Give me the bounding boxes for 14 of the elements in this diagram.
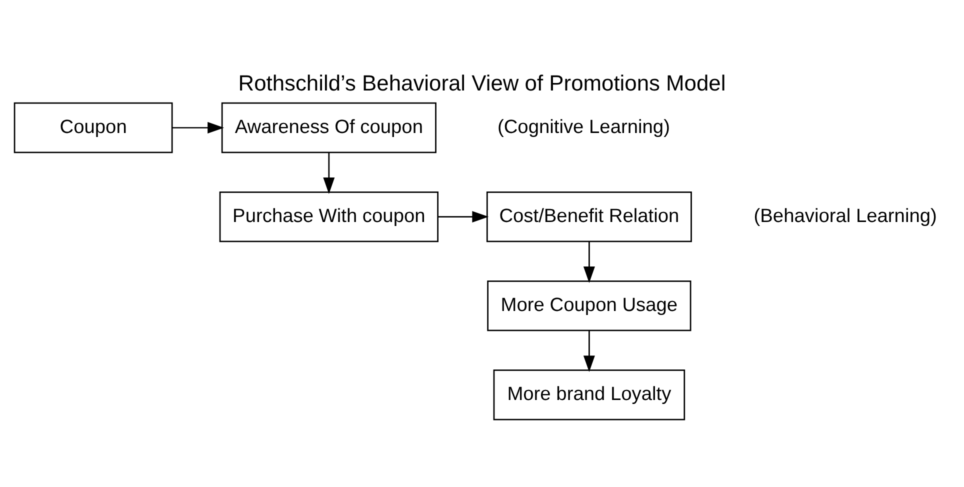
- arrow: [583, 330, 595, 372]
- arrow: [323, 152, 335, 194]
- node-box: Purchase With coupon: [219, 191, 438, 242]
- arrow: [438, 211, 489, 223]
- node-box: More Coupon Usage: [487, 280, 692, 332]
- arrow: [583, 242, 595, 283]
- node-box: Awareness Of coupon: [221, 102, 436, 154]
- node-box: Coupon: [14, 102, 173, 154]
- node-box: More brand Loyalty: [493, 370, 686, 420]
- diagram-title: Rothschild’s Behavioral View of Promotions Model: [238, 70, 726, 96]
- arrow: [172, 122, 224, 134]
- node-label: (Cognitive Learning): [497, 116, 670, 138]
- node-label: (Behavioral Learning): [754, 206, 937, 227]
- node-box: Cost/Benefit Relation: [486, 191, 692, 242]
